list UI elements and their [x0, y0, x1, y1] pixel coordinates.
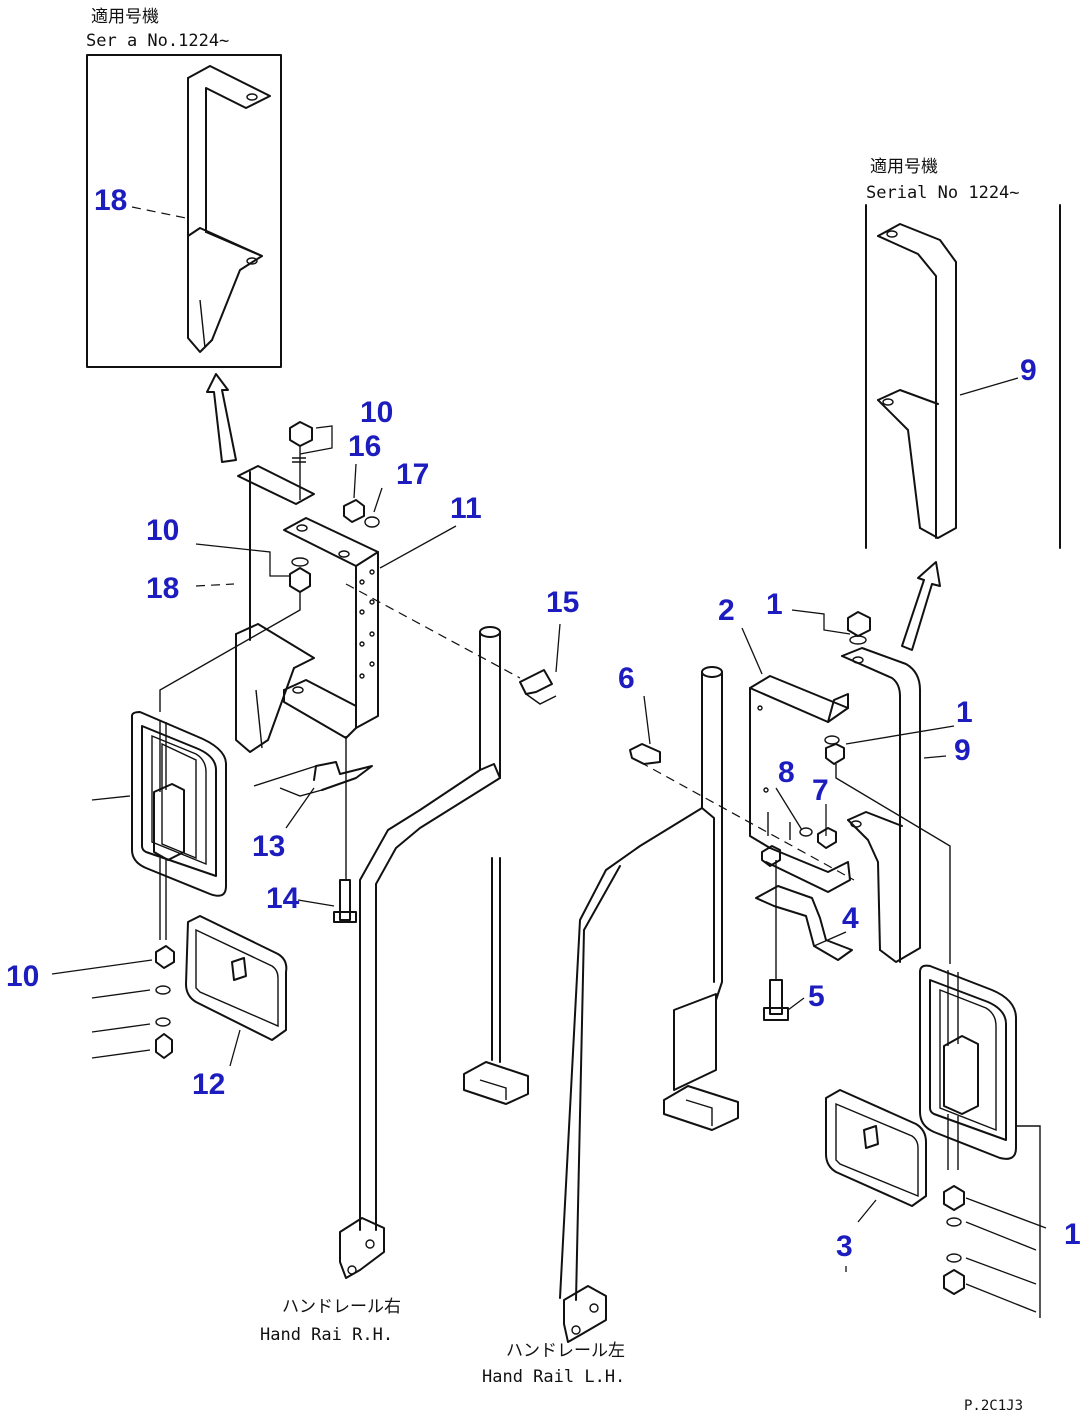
callout-12: 12	[192, 1068, 225, 1101]
callout-9-mid: 9	[954, 734, 971, 767]
inset-right	[865, 204, 1061, 549]
callout-15: 15	[546, 586, 579, 619]
bracket-9-inset-drawing	[877, 223, 957, 539]
serial-right-jp: 適用号機	[870, 157, 938, 177]
callout-14: 14	[266, 882, 300, 915]
serial-left-en: Ser a No.1224~	[86, 31, 229, 51]
figure-code: P.2C1J3	[964, 1398, 1023, 1414]
serial-left-jp: 適用号機	[91, 7, 159, 27]
callout-1-mid: 1	[956, 696, 973, 729]
callout-18-inset: 18	[94, 184, 127, 217]
left-bracket-assembly	[91, 421, 380, 1059]
bracket-18-inset-drawing	[187, 65, 271, 353]
handrail-rh	[339, 583, 561, 1279]
callout-7: 7	[812, 774, 829, 807]
callout-1-low: 1	[1064, 1218, 1081, 1251]
callout-18-mid: 18	[146, 572, 179, 605]
inset-left	[86, 54, 282, 368]
leader-18-inset	[131, 206, 187, 219]
handrail-rh-jp: ハンドレール右	[282, 1297, 401, 1317]
callout-5: 5	[808, 980, 825, 1013]
inset-left-frame	[86, 54, 282, 368]
right-bracket-assembly	[749, 611, 1047, 1318]
callout-3: 3	[836, 1230, 853, 1263]
callout-4: 4	[842, 902, 859, 935]
callout-10-top: 10	[360, 396, 393, 429]
callout-1-top: 1	[766, 588, 783, 621]
leader-lines	[51, 425, 955, 1272]
callout-8: 8	[778, 756, 795, 789]
callout-11: 11	[450, 492, 482, 525]
callout-10-mid: 10	[146, 514, 179, 547]
callout-16: 16	[348, 430, 381, 463]
callout-2: 2	[718, 594, 735, 627]
callout-17: 17	[396, 458, 429, 491]
handrail-lh	[559, 666, 855, 1343]
callout-9-inset: 9	[1020, 354, 1037, 387]
handrail-rh-en: Hand Rai R.H.	[260, 1325, 393, 1345]
leader-9-inset	[959, 377, 1019, 396]
arrow-to-right-inset	[901, 561, 941, 651]
handrail-lh-jp: ハンドレール左	[506, 1341, 625, 1361]
handrail-lh-en: Hand Rail L.H.	[482, 1367, 625, 1387]
callout-13: 13	[252, 830, 285, 863]
inset-right-frame	[865, 204, 1061, 549]
callout-10-low: 10	[6, 960, 39, 993]
callouts: 18 9 10 16 17 11 10 18 15 13 14 10 12 6 …	[6, 184, 1081, 1263]
callout-6: 6	[618, 662, 635, 695]
captions: 適用号機 Ser a No.1224~ 適用号機 Serial No 1224~…	[86, 7, 1023, 1414]
arrow-to-left-inset	[206, 373, 237, 463]
serial-right-en: Serial No 1224~	[866, 183, 1020, 203]
